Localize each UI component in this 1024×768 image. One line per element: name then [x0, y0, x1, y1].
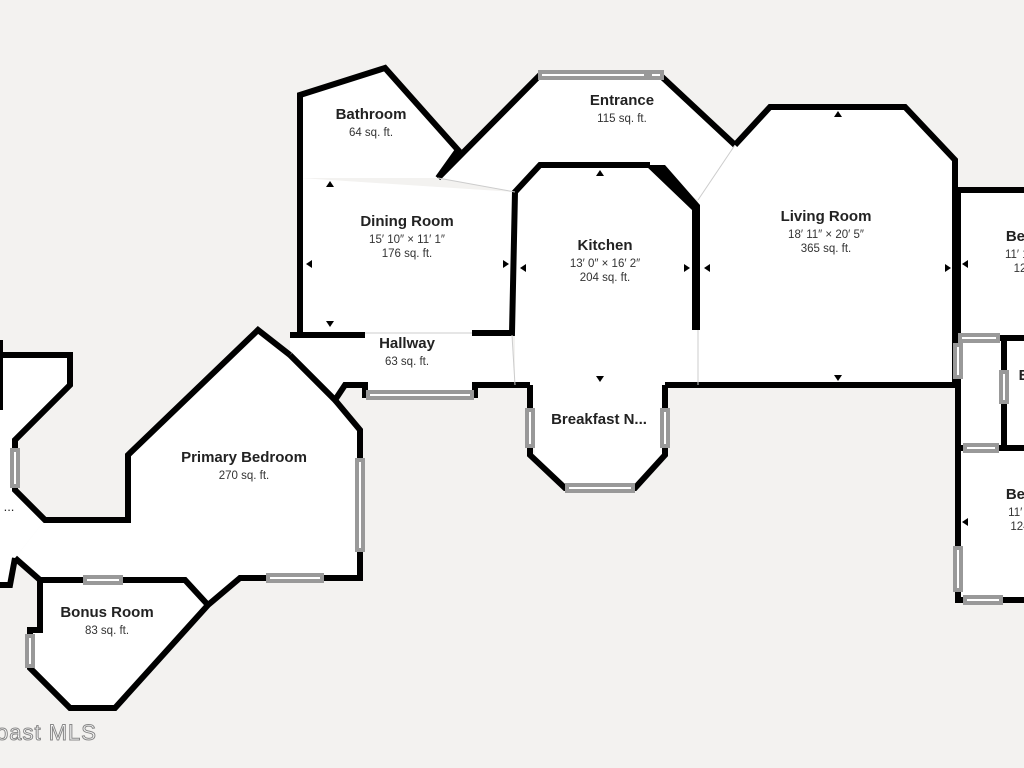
- room-name: Primary Bedroom: [181, 449, 307, 466]
- room-area: 12: [1013, 263, 1024, 275]
- watermark: oast MLS: [0, 720, 97, 746]
- room-area: 365 sq. ft.: [800, 243, 852, 255]
- room-name: B: [1019, 367, 1024, 384]
- room-dining: Dining Room 15′ 10″ × 11′ 1″ 176 sq. ft.: [360, 213, 453, 260]
- room-bath-2: B: [1019, 367, 1024, 384]
- room-area: 63 sq. ft.: [384, 356, 430, 368]
- room-area: 83 sq. ft.: [84, 625, 130, 637]
- room-area: 124: [1010, 521, 1024, 533]
- room-name: Bed: [1005, 228, 1024, 245]
- room-name: Living Room: [780, 208, 872, 225]
- room-area: 115 sq. ft.: [597, 113, 647, 125]
- room-area: 64 sq. ft.: [348, 127, 394, 139]
- room-name: Bonus Room: [60, 604, 154, 621]
- room-dividers: [365, 144, 736, 386]
- room-name: Breakfast N...: [551, 411, 647, 428]
- room-area: 204 sq. ft.: [579, 272, 631, 284]
- room-dims: 13′ 0″ × 16′ 2″: [569, 258, 641, 270]
- room-living: Living Room 18′ 11″ × 20′ 5″ 365 sq. ft.: [781, 208, 872, 255]
- room-fills: [0, 68, 1024, 708]
- room-name: Dining Room: [360, 213, 454, 230]
- room-left-truncated: ...: [3, 499, 15, 514]
- room-bathroom: Bathroom 64 sq. ft.: [336, 106, 407, 139]
- room-bedroom-1: Bed 11′ 10 12: [1005, 228, 1024, 275]
- dimension-markers: [306, 111, 968, 526]
- room-entrance: Entrance 115 sq. ft.: [590, 92, 654, 125]
- room-name: Kitchen: [577, 237, 633, 254]
- room-dims: 18′ 11″ × 20′ 5″: [788, 229, 864, 241]
- windows: [10, 70, 1009, 668]
- room-bedroom-2: Bed 11′ 6 124: [1006, 486, 1024, 533]
- room-hallway: Hallway 63 sq. ft.: [379, 335, 435, 368]
- room-name: Bathroom: [335, 106, 407, 123]
- room-dims: 11′ 6: [1008, 507, 1024, 519]
- kitchen-wall-thick: [645, 165, 700, 330]
- room-primary-bedroom: Primary Bedroom 270 sq. ft.: [181, 449, 307, 482]
- room-name: Hallway: [379, 335, 435, 352]
- room-area: 270 sq. ft.: [218, 470, 270, 482]
- room-name: Entrance: [589, 92, 655, 109]
- room-dims: 15′ 10″ × 11′ 1″: [369, 234, 445, 246]
- room-area: 176 sq. ft.: [381, 248, 433, 260]
- room-bonus: Bonus Room 83 sq. ft.: [60, 604, 153, 637]
- room-kitchen: Kitchen 13′ 0″ × 16′ 2″ 204 sq. ft.: [570, 237, 640, 284]
- room-breakfast-nook: Breakfast N...: [551, 411, 647, 428]
- room-dims: 11′ 10: [1004, 249, 1024, 261]
- room-name: Bed: [1005, 486, 1024, 503]
